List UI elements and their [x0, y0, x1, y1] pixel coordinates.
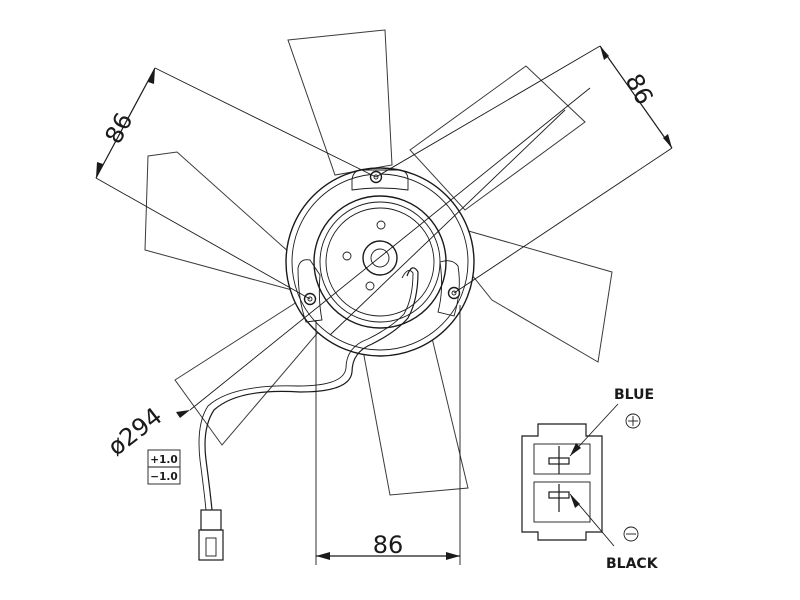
fan-blade-left [144, 151, 301, 291]
dimension-bottom: 86 [373, 531, 404, 559]
positive-symbol-icon [625, 413, 641, 429]
cable-wire [204, 343, 373, 511]
cable-plug-slot [205, 537, 217, 557]
reference-lines [95, 45, 673, 565]
dim-line-top-left [95, 67, 156, 179]
tolerance-upper: +1.0 [150, 454, 177, 466]
screw-top-center [373, 174, 379, 180]
fan-blade-upper-right [409, 65, 586, 211]
connector-inner-bottom [533, 481, 591, 523]
label-blue: BLUE [614, 387, 654, 403]
hub-hole-top [376, 220, 386, 230]
motor-hub [285, 167, 475, 357]
negative-symbol-icon [623, 526, 639, 542]
dim-arrow-diameter [176, 410, 190, 418]
cable-wire-inner [198, 338, 369, 511]
leader-black-arrow [570, 494, 580, 508]
mount-tab-top [351, 169, 409, 191]
dim-arrow-top-left-a [148, 68, 155, 84]
tolerance-lower: −1.0 [150, 471, 177, 483]
cable-plug-end [198, 529, 224, 561]
dimension-lines [95, 45, 673, 560]
tolerance-box: +1.0 −1.0 [147, 449, 181, 485]
hub-hole-left [342, 251, 352, 261]
connector-inner-top [533, 443, 591, 475]
hub-hole-bottom [365, 281, 375, 291]
mount-tab-left [297, 259, 323, 323]
ref-line-top-left [154, 67, 377, 178]
ref-line-left [95, 177, 311, 300]
leader-blue-arrow [570, 443, 581, 456]
ref-line-right [453, 147, 673, 294]
ref-line-diameter [189, 87, 591, 411]
fan-blade-lower-left [174, 299, 321, 446]
screw-left-center [307, 296, 313, 302]
dim-arrow-top-left-b [96, 162, 103, 178]
connector-detail: BLUE BLACK [521, 387, 659, 572]
dimension-diameter: ø294 [103, 402, 168, 461]
cable-loop-inner [367, 269, 414, 340]
cable-loop [371, 267, 419, 345]
dim-arrow-top-right-b [663, 134, 672, 148]
motor-shaft-outer [362, 240, 398, 276]
dim-arrow-bottom-a [316, 552, 330, 560]
screw-right-center [451, 290, 457, 296]
dimension-top-left: 86 [99, 108, 138, 148]
dim-line-top-right [599, 45, 673, 149]
mounting-points [297, 169, 461, 323]
dim-arrow-bottom-b [446, 552, 460, 560]
ref-line-center [329, 109, 566, 336]
cable-plug-body [200, 509, 222, 531]
fan-blade-top [287, 29, 393, 176]
ref-line-top-right [375, 45, 601, 178]
dim-arrow-top-right-a [600, 46, 609, 60]
power-cable [198, 267, 419, 561]
fan-blade-bottom [361, 337, 469, 496]
fan-blade-right [464, 229, 613, 363]
motor-inner-ring [325, 207, 435, 317]
dimension-top-right: 86 [620, 69, 659, 109]
label-black: BLACK [606, 556, 659, 572]
motor-shaft-inner [370, 248, 390, 268]
